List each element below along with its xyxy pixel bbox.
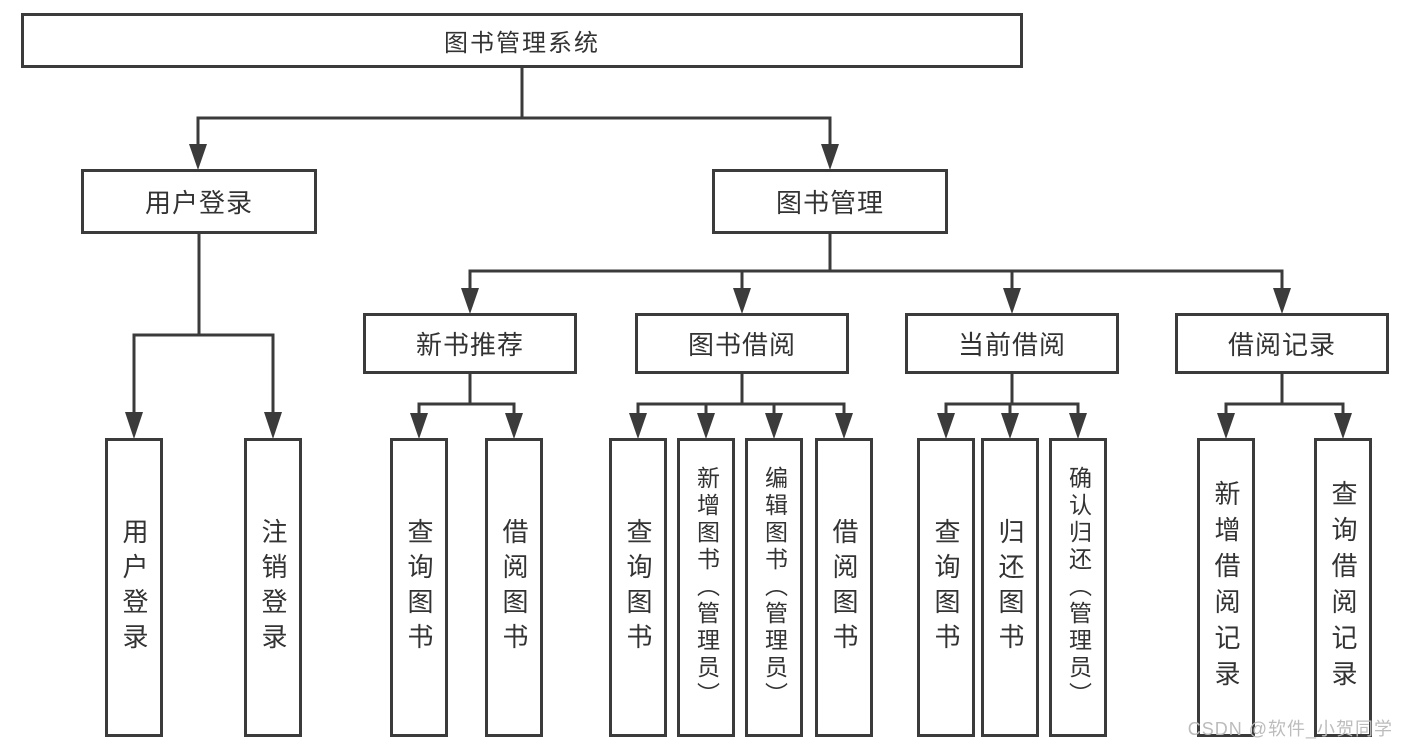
leaf-label: 借阅图书 [829,517,859,658]
leaf-label: 用户登录 [119,517,149,658]
section-label: 借阅记录 [1227,330,1336,360]
connector-mgmt-sections [468,234,1284,290]
leaf-add-borrow-record: 新增借阅记录 [1197,438,1255,737]
connector-records-leaves [1224,374,1345,415]
node-borrow-records: 借阅记录 [1175,313,1389,374]
leaf-label: 查询图书 [623,517,653,658]
leaf-label: 查询借阅记录 [1328,479,1358,696]
connector-login-leaves [132,234,275,414]
node-user-login: 用户登录 [81,169,317,234]
root-label: 图书管理系统 [444,30,600,57]
leaf-borrow-books-recommend: 借阅图书 [485,438,543,737]
leaf-confirm-return-admin: 确认归还（管理员） [1049,438,1107,737]
leaf-label: 确认归还（管理员） [1065,466,1092,709]
arrowheads [125,144,1352,439]
leaf-borrow-books: 借阅图书 [815,438,873,737]
branch-label: 图书管理 [775,188,884,218]
watermark: CSDN @软件_小贺同学 [1187,719,1393,739]
connector-borrow-leaves [636,374,846,415]
leaf-user-login: 用户登录 [105,438,163,737]
leaf-label: 编辑图书（管理员） [761,466,788,709]
node-new-book-recommend: 新书推荐 [363,313,577,374]
leaf-add-book-admin: 新增图书（管理员） [677,438,735,737]
leaf-label: 查询图书 [404,517,434,658]
leaf-label: 查询图书 [931,517,961,658]
leaf-query-books-current: 查询图书 [917,438,975,737]
node-book-borrow: 图书借阅 [635,313,849,374]
connector-root-branches [196,68,832,146]
leaf-label: 新增借阅记录 [1211,479,1241,696]
leaf-edit-book-admin: 编辑图书（管理员） [745,438,803,737]
leaf-query-books-borrow: 查询图书 [609,438,667,737]
leaf-label: 注销登录 [258,517,288,658]
section-label: 当前借阅 [957,330,1066,360]
connector-current-leaves [944,374,1080,415]
leaf-query-books-recommend: 查询图书 [390,438,448,737]
leaf-logout: 注销登录 [244,438,302,737]
leaf-label: 借阅图书 [499,517,529,658]
branch-label: 用户登录 [144,188,253,218]
leaf-return-book: 归还图书 [981,438,1039,737]
node-root: 图书管理系统 [21,13,1023,68]
leaf-query-borrow-record: 查询借阅记录 [1314,438,1372,737]
connector-recommend-leaves [417,374,516,415]
section-label: 图书借阅 [687,330,796,360]
node-current-borrow: 当前借阅 [905,313,1119,374]
leaf-label: 新增图书（管理员） [693,466,720,709]
leaf-label: 归还图书 [995,517,1025,658]
section-label: 新书推荐 [415,330,524,360]
node-book-management: 图书管理 [712,169,948,234]
